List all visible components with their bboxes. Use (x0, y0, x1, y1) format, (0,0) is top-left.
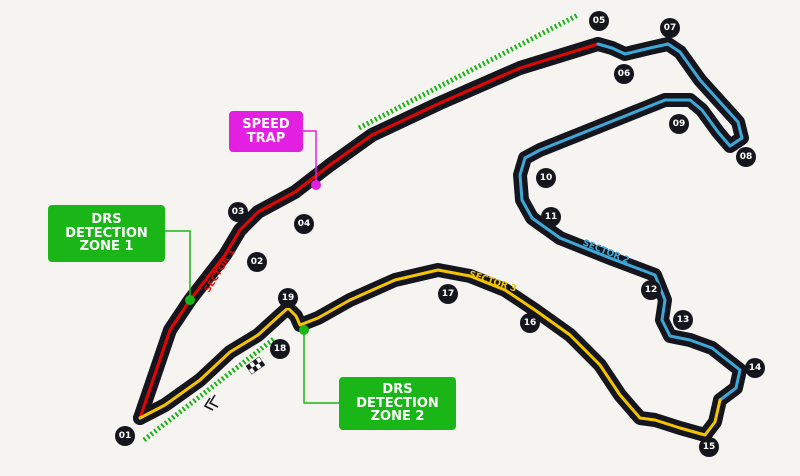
svg-text:13: 13 (677, 315, 690, 325)
turn-badge: 11 (541, 207, 561, 227)
drs-zone-markers (142, 12, 580, 442)
svg-text:11: 11 (545, 212, 558, 222)
drs-1-line-3: ZONE 1 (79, 239, 134, 255)
svg-text:06: 06 (618, 69, 631, 79)
speed-trap-line-2: TRAP (246, 130, 286, 146)
turn-badge: 18 (270, 339, 290, 359)
drs-zone-1-marker (357, 12, 580, 131)
svg-text:10: 10 (540, 173, 553, 183)
turn-badge: 15 (699, 437, 719, 457)
turn-badge: 13 (673, 310, 693, 330)
marker-dots (185, 180, 321, 335)
drs-2-leader (303, 330, 339, 404)
svg-text:15: 15 (703, 442, 716, 452)
svg-text:14: 14 (749, 363, 762, 373)
drs-zone-2-marker (142, 336, 277, 442)
turn-badge: 14 (745, 358, 765, 378)
turn-badge: 03 (228, 202, 248, 222)
svg-text:12: 12 (645, 285, 658, 295)
svg-text:18: 18 (274, 344, 287, 354)
drs-2-line-3: ZONE 2 (370, 409, 425, 425)
sector-3-line (138, 268, 722, 437)
drs-1-line-1: DRS (91, 212, 122, 228)
turn-badge: 09 (669, 114, 689, 134)
speed-trap-dot (311, 180, 321, 190)
turn-badge: 04 (294, 214, 314, 234)
turn-badge: 01 (115, 426, 135, 446)
speed-trap-box: SPEED TRAP (229, 111, 303, 152)
drs-detection-zone-1-box: DRS DETECTION ZONE 1 (48, 205, 165, 262)
turn-badge: 07 (660, 18, 680, 38)
turn-badge: 08 (736, 147, 756, 167)
svg-text:05: 05 (593, 16, 606, 26)
turn-badge: 06 (614, 64, 634, 84)
sector-2-line (518, 42, 744, 402)
svg-text:04: 04 (298, 219, 311, 229)
svg-text:03: 03 (232, 207, 245, 217)
speed-trap-line-1: SPEED (242, 116, 290, 132)
drs-2-line-2: DETECTION (356, 395, 439, 411)
turn-badge: 05 (589, 11, 609, 31)
turn-badge: 16 (520, 313, 540, 333)
svg-text:08: 08 (740, 152, 753, 162)
svg-text:16: 16 (524, 318, 537, 328)
track-sector-1-outline (133, 37, 605, 425)
svg-text:09: 09 (673, 119, 686, 129)
svg-text:19: 19 (282, 293, 295, 303)
drs-2-dot (299, 325, 309, 335)
turn-badge: 10 (536, 168, 556, 188)
drs-detection-zone-2-box: DRS DETECTION ZONE 2 (339, 377, 456, 430)
leader-lines (165, 130, 339, 404)
turn-badge: 12 (641, 280, 661, 300)
drs-1-dot (185, 295, 195, 305)
turn-badge: 19 (278, 288, 298, 308)
speed-trap-leader (303, 130, 317, 185)
checkered-flag-icon (245, 356, 266, 375)
svg-text:07: 07 (664, 23, 677, 33)
svg-text:01: 01 (119, 431, 132, 441)
drs-1-line-2: DETECTION (65, 225, 148, 241)
turn-badges: 01 02 03 04 05 06 07 08 09 10 11 12 13 1… (115, 11, 765, 457)
direction-chevrons-icon (203, 394, 219, 411)
svg-text:02: 02 (251, 257, 264, 267)
drs-2-line-1: DRS (382, 382, 413, 398)
drs-1-leader (165, 230, 191, 300)
turn-badge: 02 (247, 252, 267, 272)
svg-text:17: 17 (442, 289, 455, 299)
turn-badge: 17 (438, 284, 458, 304)
sector-1-line (138, 42, 600, 420)
sector-lines (138, 42, 744, 437)
